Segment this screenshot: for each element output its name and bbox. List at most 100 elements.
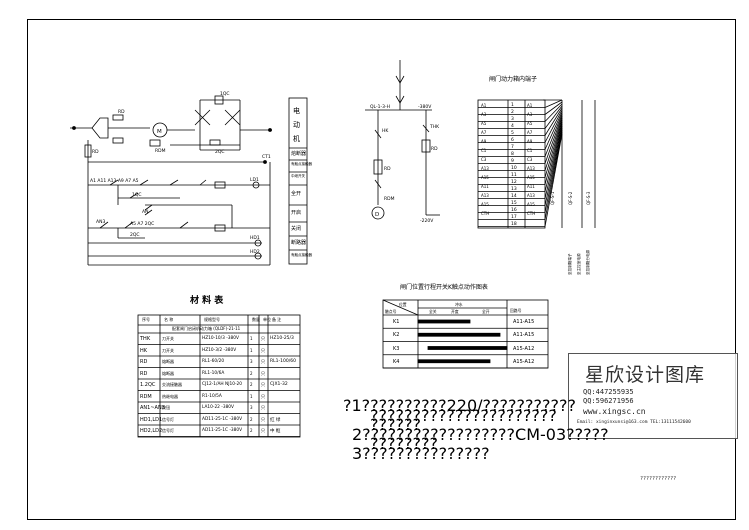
svg-text:-380V: -380V <box>418 104 432 110</box>
limit-header-cell: 全关 <box>429 309 437 314</box>
limit-header-cell: 触点号 <box>385 309 397 314</box>
materials-cell: AD11-25-1C -380V <box>202 416 243 422</box>
note-line: ???????? <box>370 434 438 453</box>
terminal-number: 1 <box>511 103 514 108</box>
terminal-number: 11 <box>511 173 517 178</box>
watermark-web: www.xingsc.cn <box>583 407 646 416</box>
terminal-label-left: C3 <box>481 157 487 162</box>
svg-text:A5 A7 2QC: A5 A7 2QC <box>130 221 154 227</box>
materials-table <box>137 314 301 438</box>
svg-text:RD: RD <box>431 146 438 152</box>
terminal-label-right: A5 <box>527 121 533 126</box>
terminal-fan-line <box>544 129 563 213</box>
svg-text:RD: RD <box>384 166 391 172</box>
motor-legend-box <box>288 97 308 265</box>
drawing-frame <box>27 19 736 520</box>
materials-cell: RD <box>140 370 148 377</box>
watermark-qq1: QQ:447255935 <box>583 388 634 396</box>
svg-text:HD1: HD1 <box>250 235 260 241</box>
vertical-cable-label: QF-S-2 <box>568 191 573 205</box>
svg-text:LD1: LD1 <box>250 177 259 183</box>
terminal-fan-line <box>544 107 563 136</box>
materials-cell: 只 <box>261 359 265 364</box>
materials-cell: 2 <box>250 416 253 422</box>
terminal-fan-line <box>544 121 563 185</box>
vertical-cable-label: QF-S-1 <box>550 191 555 205</box>
terminal-label-right: A11 <box>527 184 535 189</box>
materials-header-cell: 单位 <box>263 317 271 322</box>
materials-cell: RL1-60/20 <box>202 359 225 364</box>
limit-contact-bar <box>417 332 501 337</box>
terminal-number: 10 <box>511 166 517 171</box>
cable-destination-label: 至控制箱分电源 <box>586 249 590 275</box>
materials-cell: RL1-10/6A <box>202 370 225 376</box>
svg-text:QL-1-3-H: QL-1-3-H <box>370 104 390 110</box>
note-line: 3??????????????? <box>352 443 490 463</box>
materials-cell: HZ10-25/3 <box>270 336 294 341</box>
terminal-number: 17 <box>511 215 517 220</box>
svg-text:A1 A11 A13 A9 A7 A5: A1 A11 A13 A9 A7 A5 <box>90 178 139 184</box>
terminal-number: 13 <box>511 187 517 192</box>
materials-cell: 1 <box>250 336 253 341</box>
terminal-fan-line <box>544 101 563 115</box>
terminal-label-right: CTH <box>527 211 536 216</box>
note-line: ?????????????????????? <box>370 405 557 425</box>
terminal-title: 闸门动力箱内端子 <box>489 76 538 83</box>
materials-cell: 只 <box>261 416 265 422</box>
limit-contact-bar <box>417 359 491 364</box>
svg-text:RDM: RDM <box>155 148 166 154</box>
motor-legend-row: 开启 <box>291 210 302 216</box>
terminal-fan-line <box>544 105 563 129</box>
terminal-label-left: A7 <box>481 130 487 135</box>
materials-cell: R1-10/5A <box>202 393 222 399</box>
watermark-title: 星欣设计图库 <box>585 364 706 386</box>
terminal-label-left: A3 <box>481 112 487 117</box>
materials-cell: HK <box>140 347 148 354</box>
terminal-label-left: A11 <box>481 184 489 189</box>
terminal-label-left: A15 <box>481 175 489 180</box>
terminal-label-left: A15 <box>481 202 489 207</box>
svg-text:CT1: CT1 <box>262 154 271 160</box>
drawing-code: ???????????? <box>640 476 677 482</box>
terminal-fan-line <box>544 99 563 108</box>
limit-switch-table <box>382 299 549 369</box>
materials-cell: RD <box>140 359 148 365</box>
svg-text:HD2: HD2 <box>250 249 260 255</box>
limit-header-cell: 位置 <box>399 302 407 307</box>
terminal-label-right: A15 <box>527 175 535 180</box>
materials-cell: 1 <box>250 347 253 353</box>
materials-cell: 刀开关 <box>162 336 174 341</box>
materials-title: 材 料 表 <box>190 296 224 306</box>
materials-cell: CJ12-1/AH NJ10-20 <box>202 382 242 387</box>
terminal-label-right: A1 <box>527 103 533 108</box>
terminal-fan-line <box>544 103 563 122</box>
motor-legend-row: 中继开关 <box>291 174 305 178</box>
materials-cell: 只 <box>261 428 265 433</box>
watermark-box: 星欣设计图库 QQ:447255935 QQ:596271956 www.xin… <box>568 353 738 439</box>
note-line: ?1??????????220/??????????? <box>343 396 576 415</box>
terminal-label-right: A9 <box>527 139 533 144</box>
materials-cell: HZ10-3/2 -380V <box>202 347 237 353</box>
materials-subtitle: 配套闸门启闭机动力箱 (QLDF)-21-11 <box>172 326 241 331</box>
terminal-label-right: A15 <box>527 202 535 207</box>
limit-contact-bar <box>427 346 508 350</box>
terminal-label-left: A1 <box>481 103 487 108</box>
materials-cell: HD2,LD2 <box>140 428 163 434</box>
terminal-number: 16 <box>511 208 517 213</box>
materials-cell: HZ10-10/3 -380V <box>202 336 239 341</box>
materials-cell: 红 绿 <box>270 417 281 423</box>
materials-cell: 按钮 <box>162 405 170 410</box>
terminal-number: 6 <box>511 138 514 143</box>
terminal-fan-line <box>544 111 563 150</box>
limit-row-circuit: A11-A15 <box>513 332 535 339</box>
limit-header-cell: 开度 <box>451 309 459 314</box>
materials-cell: 只 <box>261 382 265 387</box>
materials-cell: 2 <box>250 428 253 433</box>
motor-legend-row: 全开 <box>291 191 302 197</box>
terminal-number: 14 <box>511 194 517 199</box>
svg-text:AN: AN <box>142 209 148 215</box>
terminal-block <box>477 99 596 229</box>
materials-cell: 3 <box>250 359 253 364</box>
svg-text:2QC: 2QC <box>130 232 140 238</box>
